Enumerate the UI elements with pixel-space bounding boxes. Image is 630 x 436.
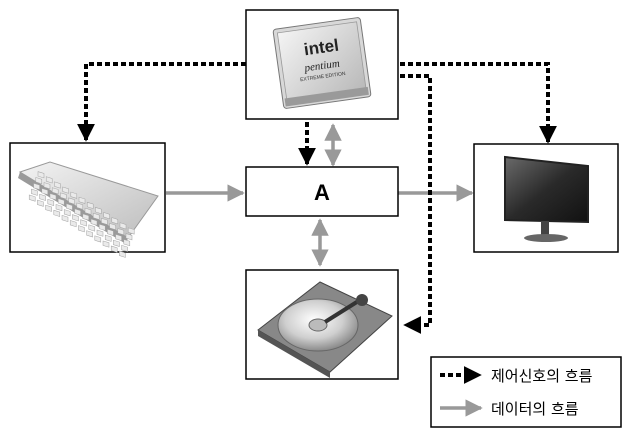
keyboard-key — [53, 209, 61, 217]
keyboard-key — [84, 207, 92, 215]
keyboard-image — [18, 161, 159, 258]
keyboard-key — [31, 188, 38, 196]
keyboard-key — [86, 201, 94, 209]
cpu-to-monitor-arrow — [400, 62, 557, 144]
hard-disk-image — [257, 281, 393, 378]
keyboard-key — [95, 207, 102, 215]
cpu-chip-image: intel pentium EXTREME EDITION — [272, 17, 372, 109]
keyboard-key — [121, 244, 128, 252]
keyboard-key — [103, 212, 110, 220]
data-flow-arrows — [166, 123, 474, 267]
center-box-label: A — [314, 180, 330, 205]
keyboard-key — [60, 192, 67, 200]
monitor-image — [504, 155, 589, 242]
keyboard-key — [41, 188, 49, 196]
keyboard-key — [62, 186, 69, 194]
keyboard-key — [119, 250, 126, 258]
legend-data-label: 데이터의 흐름 — [491, 400, 579, 418]
keyboard-box — [9, 142, 166, 258]
cpu-to-keyboard-arrow — [77, 62, 246, 142]
keyboard-key — [96, 229, 104, 237]
keyboard-key — [70, 191, 78, 199]
keyboard-key — [86, 230, 93, 238]
keyboard-key — [76, 202, 84, 210]
legend: 제어신호의 흐름 데이터의 흐름 — [430, 356, 622, 428]
keyboard-key — [82, 213, 90, 221]
cpu-model-text: pentium — [303, 58, 341, 75]
cpu-brand-text: intel — [303, 36, 340, 60]
keyboard-key — [61, 215, 69, 223]
keyboard-key — [51, 187, 59, 195]
keyboard-key — [45, 176, 53, 184]
keyboard-key — [88, 224, 96, 232]
keyboard-key — [109, 223, 116, 231]
keyboard-key — [47, 198, 55, 206]
keyboard-key — [115, 234, 122, 242]
keyboard-key — [45, 204, 52, 212]
keyboard-key — [33, 182, 40, 190]
keyboard-key — [90, 218, 98, 226]
keyboard-key — [107, 228, 114, 236]
keyboard-key — [119, 222, 127, 230]
monitor-box — [473, 143, 619, 253]
keyboard-key — [49, 193, 57, 201]
keyboard-key — [102, 240, 110, 248]
keyboard-key — [66, 203, 73, 211]
keyboard-key — [28, 194, 36, 202]
keyboard-key — [54, 181, 61, 189]
legend-control-label: 제어신호의 흐름 — [491, 367, 593, 385]
keyboard-key — [78, 196, 86, 204]
keyboard-key — [110, 245, 118, 253]
keyboard-key — [57, 198, 65, 206]
keyboard-key — [98, 223, 106, 231]
keyboard-key — [104, 234, 112, 242]
keyboard-key — [39, 193, 46, 201]
keyboard-key — [63, 209, 71, 217]
memory-box: A — [245, 166, 399, 217]
keyboard-key — [35, 177, 43, 185]
keyboard-key — [68, 197, 75, 205]
keyboard-key — [74, 208, 81, 216]
keyboard-key — [37, 199, 44, 207]
keyboard-key — [127, 227, 135, 235]
control-flow-arrows — [77, 62, 557, 334]
keyboard-key — [94, 235, 102, 243]
keyboard-key — [123, 239, 131, 247]
cpu-to-disk-arrow — [400, 74, 432, 334]
keyboard-key — [101, 217, 108, 225]
keyboard-key — [111, 217, 119, 225]
keyboard-key — [55, 204, 63, 212]
keyboard-key — [69, 220, 77, 228]
keyboard-key — [125, 233, 133, 241]
keyboard-keys — [28, 171, 135, 258]
hard-disk-box — [245, 269, 399, 380]
keyboard-key — [37, 171, 45, 179]
cpu-box: intel pentium EXTREME EDITION — [245, 9, 399, 120]
keyboard-key — [78, 225, 85, 233]
keyboard-key — [80, 219, 87, 227]
keyboard-key — [113, 239, 120, 247]
keyboard-key — [72, 214, 79, 222]
keyboard-key — [43, 182, 51, 190]
keyboard-key — [92, 212, 100, 220]
keyboard-key — [117, 228, 125, 236]
